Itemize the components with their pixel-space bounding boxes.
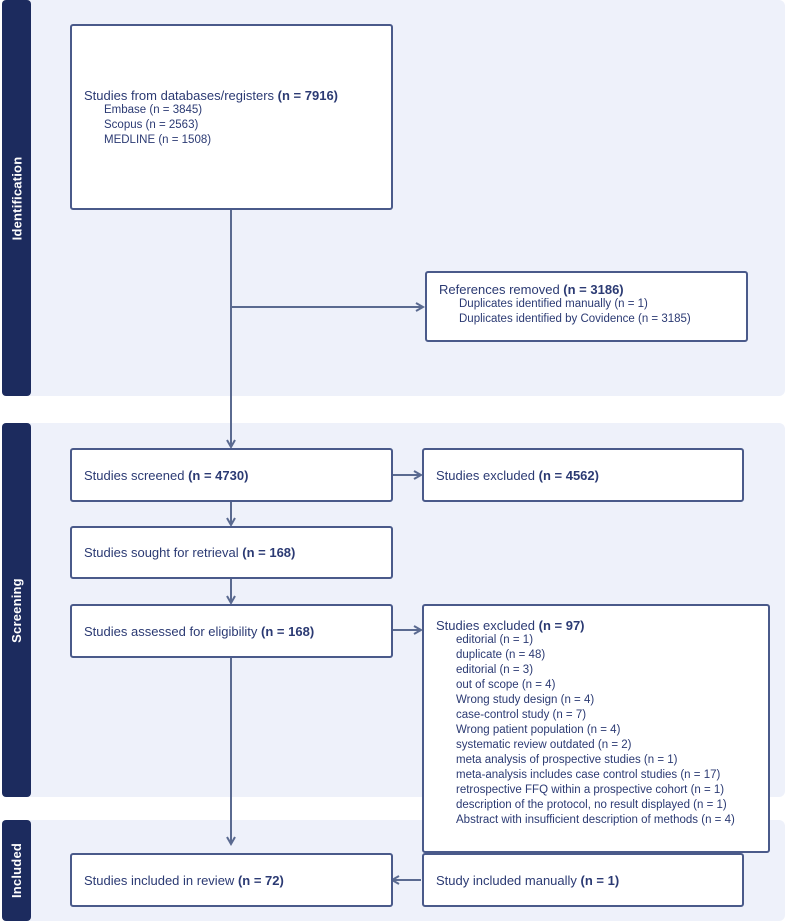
exclusion-reason: meta analysis of prospective studies (n … (456, 754, 678, 766)
databases-box: Studies from databases/registers (n = 79… (70, 24, 393, 210)
eligibility-box: Studies assessed for eligibility (n = 16… (70, 604, 393, 658)
screened-count: (n = 4730) (188, 467, 249, 483)
excluded-screen-text: Studies excluded (n = 4562) (436, 467, 599, 483)
screening-sidebar: Screening (2, 423, 31, 797)
excluded-elig-title: Studies excluded (n = 97) (436, 618, 585, 633)
databases-count: (n = 7916) (277, 88, 339, 103)
excluded-elig-count: (n = 97) (538, 618, 585, 633)
databases-title: Studies from databases/registers (n = 79… (84, 88, 339, 103)
sought-retrieval-box: Studies sought for retrieval (n = 168) (70, 526, 393, 579)
exclusion-reason: Wrong patient population (n = 4) (456, 724, 621, 736)
exclusion-reason: systematic review outdated (n = 2) (456, 739, 632, 751)
excluded-screen-count: (n = 4562) (538, 467, 599, 483)
exclusion-reason: editorial (n = 3) (456, 664, 534, 676)
removed-title: References removed (n = 3186) (439, 282, 624, 297)
retrieval-text: Studies sought for retrieval (n = 168) (84, 545, 296, 560)
references-removed-box: References removed (n = 3186) Duplicates… (425, 271, 748, 342)
exclusion-reason: Wrong study design (n = 4) (456, 694, 595, 706)
exclusion-reason: duplicate (n = 48) (456, 649, 546, 661)
eligibility-count: (n = 168) (261, 623, 315, 639)
included-manual-text: Study included manually (n = 1) (436, 872, 620, 888)
included-sidebar: Included (2, 820, 31, 921)
exclusion-reason: out of scope (n = 4) (456, 679, 556, 691)
exclusion-reason: description of the protocol, no result d… (456, 799, 727, 811)
retrieval-count: (n = 168) (242, 545, 296, 560)
exclusion-reason: case-control study (n = 7) (456, 709, 587, 721)
studies-screened-box: Studies screened (n = 4730) (70, 448, 393, 502)
included-manual-count: (n = 1) (580, 872, 620, 888)
exclusion-reason: retrospective FFQ within a prospective c… (456, 784, 725, 796)
removed-item-manual: Duplicates identified manually (n = 1) (459, 298, 648, 310)
identification-sidebar: Identification (2, 0, 31, 396)
removed-item-covidence: Duplicates identified by Covidence (n = … (459, 313, 691, 325)
included-manually-box: Study included manually (n = 1) (422, 853, 744, 907)
database-item-embase: Embase (n = 3845) (104, 104, 203, 116)
exclusion-reason: editorial (n = 1) (456, 634, 534, 646)
included-review-box: Studies included in review (n = 72) (70, 853, 393, 907)
studies-excluded-eligibility-box: Studies excluded (n = 97) editorial (n =… (422, 604, 770, 853)
eligibility-text: Studies assessed for eligibility (n = 16… (84, 623, 315, 639)
exclusion-reason: Abstract with insufficient description o… (456, 814, 735, 826)
database-item-medline: MEDLINE (n = 1508) (104, 134, 212, 146)
screened-text: Studies screened (n = 4730) (84, 467, 249, 483)
exclusion-reason: meta-analysis includes case control stud… (456, 769, 721, 781)
studies-excluded-screening-box: Studies excluded (n = 4562) (422, 448, 744, 502)
database-item-scopus: Scopus (n = 2563) (104, 119, 199, 131)
included-review-count: (n = 72) (237, 872, 284, 888)
removed-count: (n = 3186) (563, 282, 624, 297)
included-review-text: Studies included in review (n = 72) (84, 872, 284, 888)
